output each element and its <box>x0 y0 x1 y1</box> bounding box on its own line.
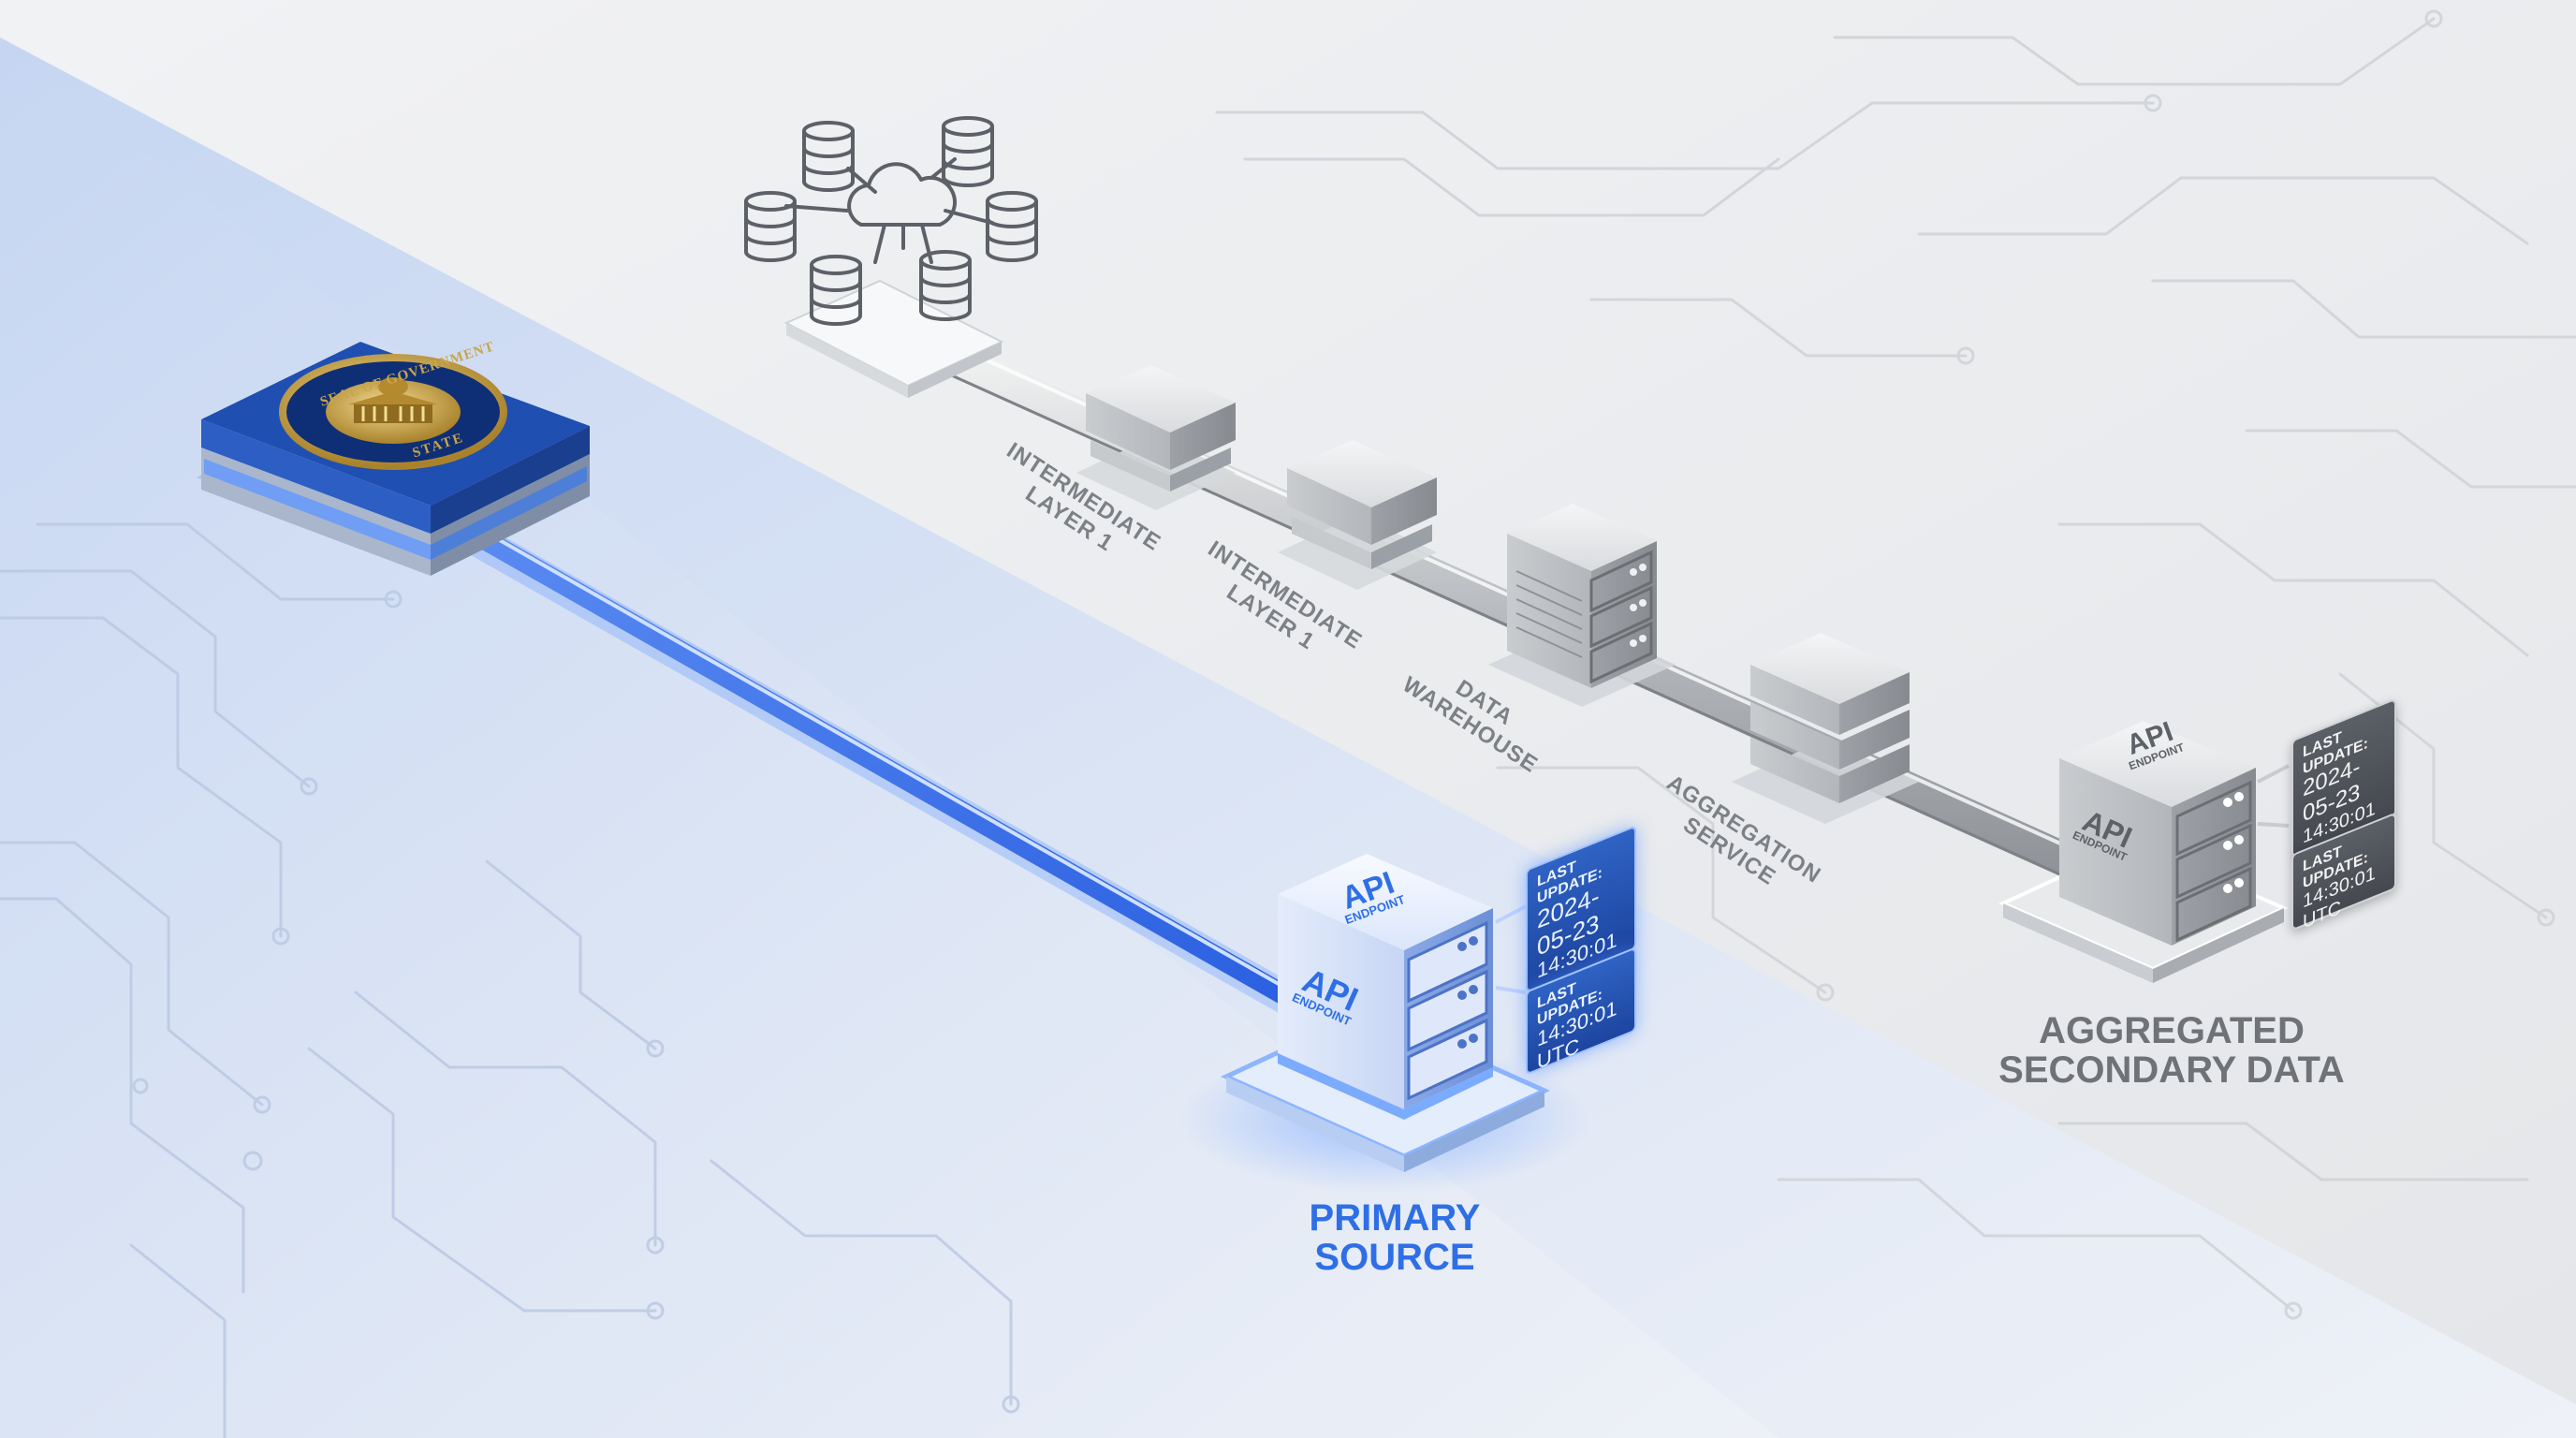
database-icon <box>810 255 862 326</box>
database-icon <box>942 116 994 187</box>
government-building-icon <box>279 354 507 470</box>
database-icon <box>744 191 797 262</box>
primary-data-beam <box>449 506 1293 1020</box>
secondary-api-endpoint <box>1998 721 2290 983</box>
database-icon <box>986 191 1038 262</box>
circuit-traces <box>0 9 2576 1438</box>
intermediate-layer-1-node <box>1076 365 1236 510</box>
database-cluster <box>744 116 1038 398</box>
primary-api-endpoint <box>1179 854 1591 1194</box>
server-icon <box>2175 780 2252 943</box>
government-seal-block <box>197 342 590 576</box>
secondary-data-caption: AGGREGATED SECONDARY DATA <box>1998 1010 2345 1091</box>
data-warehouse-node <box>1488 504 1676 707</box>
primary-source-caption: PRIMARY SOURCE <box>1309 1197 1481 1278</box>
server-icon <box>1589 550 1653 684</box>
server-icon <box>1407 920 1488 1101</box>
aggregation-service-node <box>1732 633 1919 824</box>
database-icon <box>802 121 855 192</box>
cloud-icon <box>847 162 957 264</box>
intermediate-layer-2-node <box>1278 440 1437 590</box>
database-icon <box>919 250 972 321</box>
